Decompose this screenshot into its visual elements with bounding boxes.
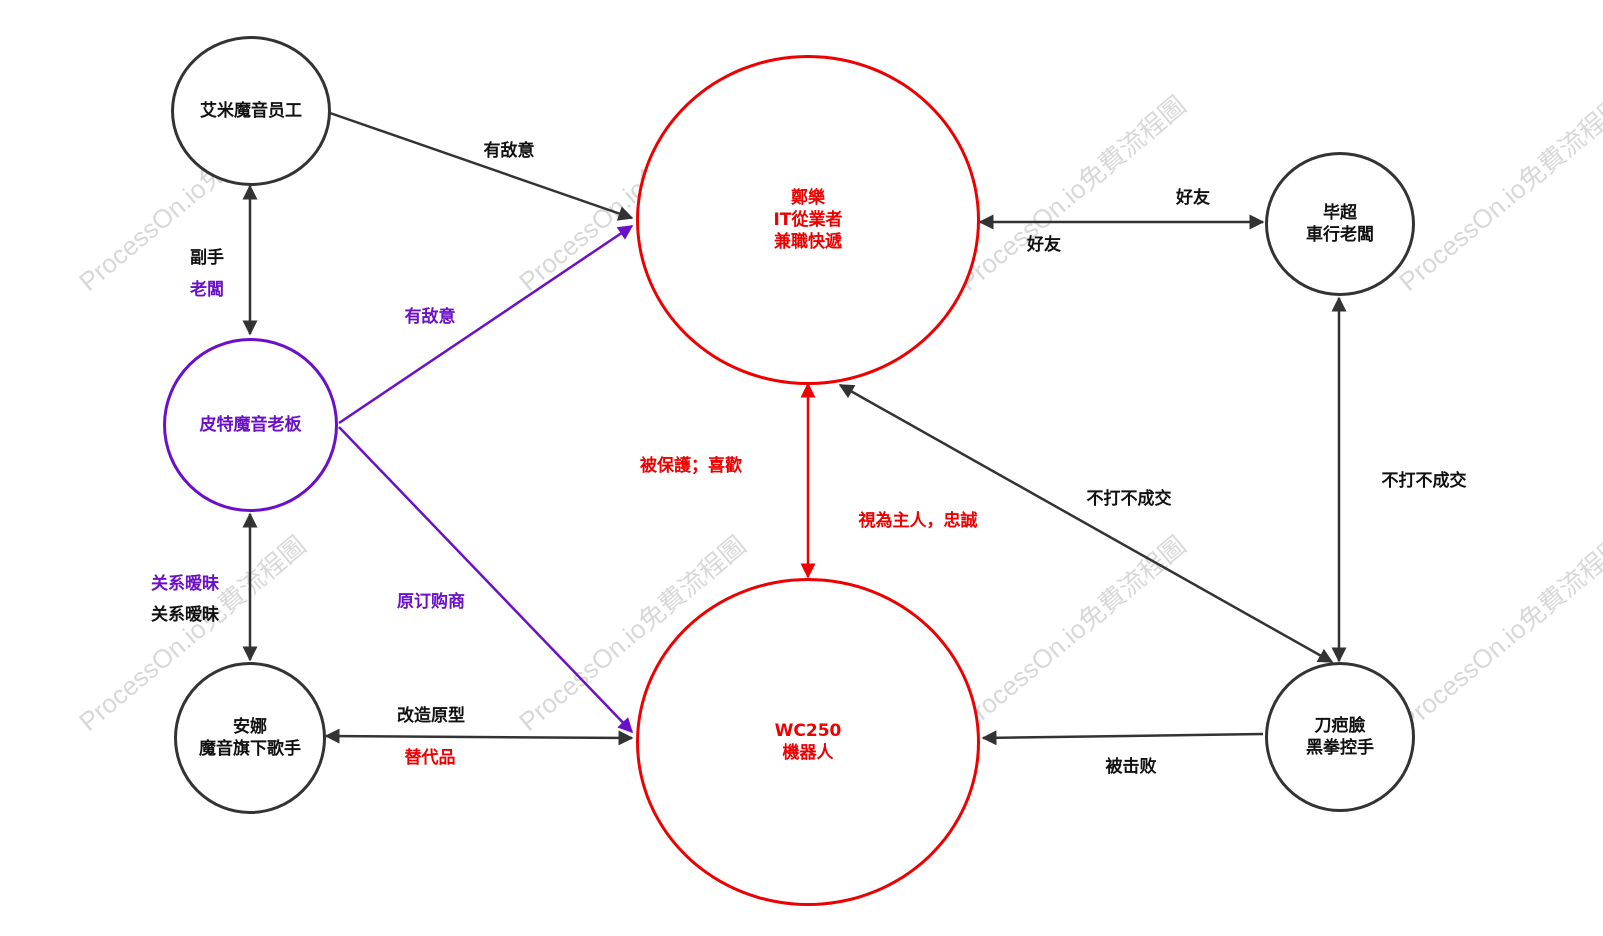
node-label: 艾米魔音员工 — [200, 101, 302, 121]
node-anna: 安娜 魔音旗下歌手 — [174, 662, 326, 814]
edge-pite-zhengle — [338, 224, 634, 425]
edge-label-zhengle-wc250-right: 視為主人，忠誠 — [858, 511, 978, 531]
edge-aimi-zhengle — [329, 111, 634, 221]
edge-label-zhengle-bichao-bottom: 好友 — [1027, 235, 1061, 255]
edge-label-aimi-pite-bottom: 老闆 — [190, 280, 224, 300]
edge-anna-wc250 — [324, 728, 634, 746]
edge-label-pite-anna-top: 关系暧昧 — [151, 574, 219, 594]
edge-label-daobalian-wc250: 被击败 — [1105, 757, 1157, 777]
node-label: WC250 — [774, 721, 842, 741]
edge-label-aimi-zhengle: 有敌意 — [483, 141, 535, 161]
edge-daobalian-wc250 — [981, 730, 1264, 746]
node-zhengle: 鄭樂 IT從業者 兼職快遞 — [636, 55, 980, 385]
edge-pite-wc250 — [338, 426, 634, 734]
node-daobalian: 刀疤臉 黑拳控手 — [1265, 662, 1415, 812]
node-label: 車行老闆 — [1306, 225, 1374, 245]
node-label: 皮特魔音老板 — [199, 415, 302, 435]
edge-label-pite-zhengle: 有敌意 — [404, 307, 456, 327]
edge-label-pite-anna-bottom: 关系暧昧 — [151, 605, 219, 625]
node-label: 安娜 — [233, 717, 267, 737]
edge-zhengle-daobalian — [838, 383, 1334, 664]
edge-label-anna-wc250-bottom: 替代品 — [404, 748, 456, 768]
node-aimi: 艾米魔音员工 — [171, 36, 331, 186]
node-label: 兼職快遞 — [774, 232, 842, 252]
node-label: 鄭樂 — [791, 188, 825, 208]
node-bichao: 毕超 車行老闆 — [1265, 152, 1415, 296]
edge-label-zhengle-daobalian: 不打不成交 — [1086, 489, 1172, 509]
node-label: 刀疤臉 — [1314, 716, 1366, 736]
edge-label-anna-wc250-top: 改造原型 — [397, 706, 465, 726]
node-pite: 皮特魔音老板 — [163, 338, 338, 512]
edge-label-bichao-daobalian: 不打不成交 — [1381, 471, 1467, 491]
edge-label-zhengle-wc250-left: 被保護；喜歡 — [640, 456, 742, 476]
node-label: 魔音旗下歌手 — [199, 739, 301, 759]
edge-label-aimi-pite-top: 副手 — [190, 248, 224, 268]
edge-label-zhengle-bichao-top: 好友 — [1176, 188, 1210, 208]
edge-label-pite-wc250: 原订购商 — [397, 592, 465, 612]
node-wc250: WC250 機器人 — [636, 578, 980, 906]
node-label: 黑拳控手 — [1306, 738, 1374, 758]
node-label: 毕超 — [1323, 203, 1357, 223]
node-label: IT從業者 — [773, 210, 843, 230]
node-label: 機器人 — [782, 743, 834, 763]
